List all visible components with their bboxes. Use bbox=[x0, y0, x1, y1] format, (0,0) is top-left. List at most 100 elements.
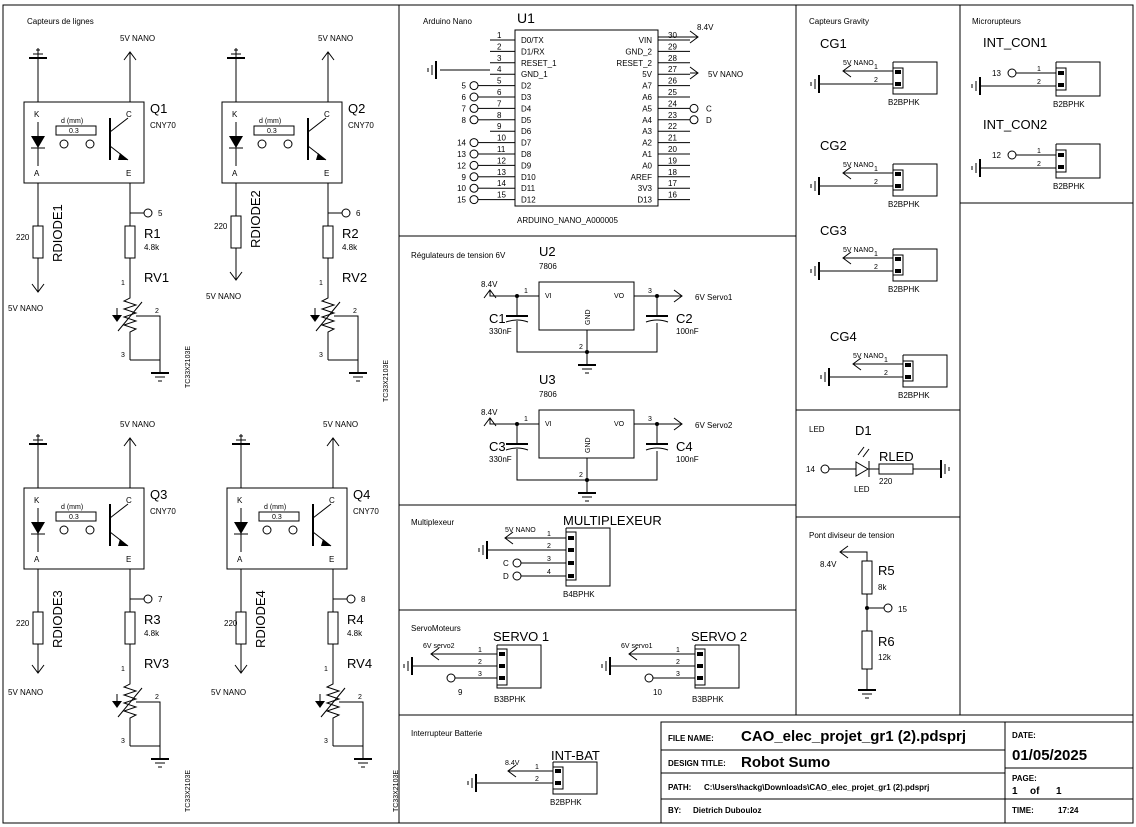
arduino-pin-name: D3 bbox=[521, 93, 532, 102]
arduino-pin-name: RESET_2 bbox=[616, 59, 652, 68]
regulator-ref: U2 bbox=[539, 244, 556, 259]
arduino-pin-name: D13 bbox=[637, 196, 652, 205]
connector-pin-1: 1 bbox=[1037, 148, 1041, 155]
pot-ref: RV2 bbox=[342, 270, 367, 285]
pin-label-k: K bbox=[232, 110, 238, 119]
gravity-sensor: CG3 5V NANO 1 2 B2BPHK bbox=[810, 223, 938, 294]
arduino-pin-name: D1/RX bbox=[521, 47, 545, 56]
time-label: TIME: bbox=[1012, 806, 1034, 815]
pot-ref: RV3 bbox=[144, 656, 169, 671]
net-label: 5V NANO bbox=[505, 527, 536, 534]
mux-pin-2: 2 bbox=[547, 543, 551, 550]
page-of: of bbox=[1030, 786, 1040, 797]
arduino-pin-number: 7 bbox=[497, 99, 502, 108]
pot-part: TC33X2103E bbox=[185, 346, 192, 388]
arduino-pin-name: GND_1 bbox=[521, 70, 548, 79]
arduino-pin-name: D11 bbox=[521, 184, 536, 193]
net-number: 7 bbox=[462, 104, 467, 113]
resistor-ref: R2 bbox=[342, 226, 359, 241]
transistor-ref: Q4 bbox=[353, 487, 370, 502]
transistor-part: CNY70 bbox=[150, 507, 176, 516]
connector-pin-2: 2 bbox=[874, 77, 878, 84]
servo-pin-1: 1 bbox=[676, 647, 680, 654]
r6-ref: R6 bbox=[878, 634, 895, 649]
pot-pin-1: 1 bbox=[121, 280, 125, 287]
servo-signal-net: 10 bbox=[653, 688, 662, 697]
switch-ref: INT_CON2 bbox=[983, 117, 1047, 132]
pin-vi: VI bbox=[545, 293, 552, 300]
net-connector-dot bbox=[469, 92, 479, 102]
battery-ref: INT-BAT bbox=[551, 748, 600, 763]
line-sensor-block: 5V NANO K A C E d (mm) 0.3 5V NANO 220 R… bbox=[8, 420, 192, 812]
arduino-left-pins: 1D0/TX2D1/RX3RESET_14GND_15D256D367D478D… bbox=[457, 31, 557, 205]
arduino-pin-number: 15 bbox=[497, 191, 506, 200]
r6-value: 12k bbox=[878, 653, 892, 662]
resistor-ref: R3 bbox=[144, 612, 161, 627]
transistor-part: CNY70 bbox=[353, 507, 379, 516]
arduino-pin-number: 16 bbox=[668, 191, 677, 200]
arduino-pin-number: 5 bbox=[497, 77, 502, 86]
pin-2: 2 bbox=[579, 344, 583, 351]
net-label: 8.4V bbox=[820, 560, 837, 569]
connector-pin-2: 2 bbox=[1037, 79, 1041, 86]
connector-pin-2: 2 bbox=[874, 264, 878, 271]
rdiode-value: 220 bbox=[16, 619, 30, 628]
title-block: FILE NAME: CAO_elec_projet_gr1 (2).pdspr… bbox=[660, 721, 1134, 824]
pin-vi: VI bbox=[545, 421, 552, 428]
arduino-pin-number: 12 bbox=[497, 156, 506, 165]
arduino-pin-name: 3V3 bbox=[638, 184, 653, 193]
connector-part: B2BPHK bbox=[888, 200, 920, 209]
pin-label-a: A bbox=[34, 555, 40, 564]
arduino-pin-name: D5 bbox=[521, 116, 532, 125]
servo-pin-1: 1 bbox=[478, 647, 482, 654]
net-connector-dot bbox=[469, 160, 479, 170]
connector-part: B2BPHK bbox=[888, 98, 920, 107]
transistor-part: CNY70 bbox=[150, 121, 176, 130]
pot-pin-2: 2 bbox=[358, 694, 362, 701]
gravity-ref: CG3 bbox=[820, 223, 847, 238]
gravity-sensor: CG4 5V NANO 1 2 B2BPHK bbox=[820, 329, 948, 400]
net-number: 15 bbox=[898, 605, 907, 614]
connector-pin-1: 1 bbox=[874, 251, 878, 258]
d-mm-label: d (mm) bbox=[264, 504, 286, 511]
net-connector-dot bbox=[689, 115, 699, 125]
gravity-ref: CG4 bbox=[830, 329, 857, 344]
pot-pin-2: 2 bbox=[155, 308, 159, 315]
servo-pin-2: 2 bbox=[478, 659, 482, 666]
line-sensor-block: 5V NANO K A C E d (mm) 0.3 5V NANO 220 R… bbox=[206, 34, 390, 402]
net-connector-dot bbox=[469, 149, 479, 159]
net-connector-dot bbox=[469, 183, 479, 193]
d-mm-label: d (mm) bbox=[259, 118, 281, 125]
servo-pin-2: 2 bbox=[676, 659, 680, 666]
net-label: 8.4V bbox=[481, 408, 498, 417]
arduino-pin-number: 18 bbox=[668, 168, 677, 177]
section-label-servomoteurs: ServoMoteurs bbox=[411, 624, 461, 633]
net-label: 5V NANO bbox=[843, 162, 874, 169]
pin-1: 1 bbox=[524, 416, 528, 423]
rdiode-ref: RDIODE1 bbox=[50, 204, 65, 262]
cap-in-value: 330nF bbox=[489, 455, 512, 464]
net-label: 6V servo2 bbox=[423, 643, 455, 650]
servo-part: B3BPHK bbox=[494, 695, 526, 704]
led-ref: D1 bbox=[855, 423, 872, 438]
net-connector-dot bbox=[689, 103, 699, 113]
by-label: BY: bbox=[668, 806, 681, 815]
date-value: 01/05/2025 bbox=[1012, 747, 1087, 764]
transistor-ref: Q3 bbox=[150, 487, 167, 502]
section-label-regulateurs: Régulateurs de tension 6V bbox=[411, 251, 506, 260]
connector-part: B2BPHK bbox=[888, 285, 920, 294]
gravity-ref: CG1 bbox=[820, 36, 847, 51]
pin-label-a: A bbox=[34, 169, 40, 178]
net-label: 6V Servo1 bbox=[695, 293, 733, 302]
arduino-pin-number: 2 bbox=[497, 42, 502, 51]
arduino-pin-name: D0/TX bbox=[521, 36, 544, 45]
resistor-ref: R1 bbox=[144, 226, 161, 241]
rdiode-ref: RDIODE2 bbox=[248, 190, 263, 248]
pot-part: TC33X2103E bbox=[383, 360, 390, 402]
arduino-pin-name: A0 bbox=[642, 161, 652, 170]
servo-ref: SERVO 2 bbox=[691, 629, 747, 644]
d-mm-value: 0.3 bbox=[272, 514, 282, 521]
r5-ref: R5 bbox=[878, 563, 895, 578]
connector-pin-2: 2 bbox=[874, 179, 878, 186]
net-label: 5V NANO bbox=[318, 34, 353, 43]
